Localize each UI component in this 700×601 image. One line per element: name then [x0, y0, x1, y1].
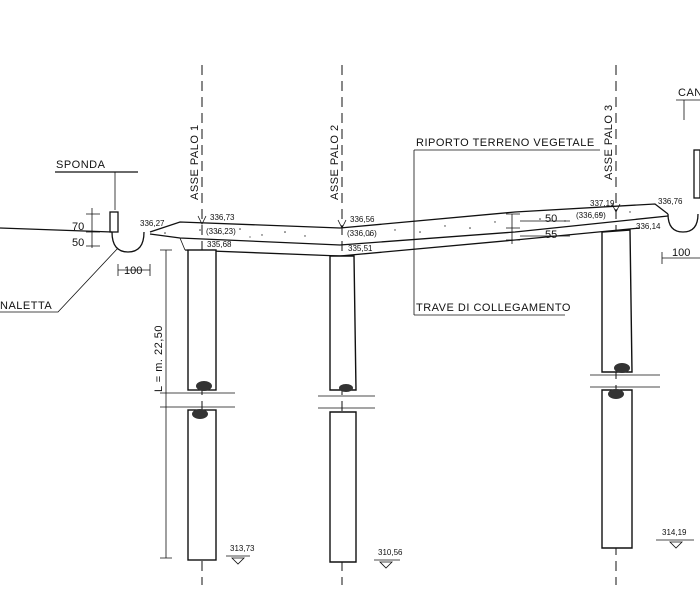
beam-top — [149, 215, 669, 246]
axis-2-arrow — [337, 219, 347, 229]
pile-1-break-bottom — [192, 409, 208, 419]
dim-100-left: 100 — [124, 265, 142, 277]
beam-bottom — [184, 227, 641, 257]
elev-336-14: 336,14 — [636, 222, 661, 231]
sponda-label: SPONDA — [56, 159, 106, 171]
beam-left-end — [179, 237, 186, 251]
axis-1-arrow — [197, 215, 207, 225]
dim-100-right-line — [661, 252, 700, 264]
elev-314-19: 314,19 — [662, 528, 687, 537]
elev-336-27: 336,27 — [140, 219, 165, 228]
elev-336-69: (336,69) — [576, 211, 606, 220]
axis-3-arrow — [611, 203, 621, 213]
canaletta-leader — [0, 247, 119, 313]
elev-335-51: 335,51 — [348, 244, 373, 253]
elev-336-56: 336,56 — [350, 215, 375, 224]
elev-337-19: 337,19 — [590, 199, 615, 208]
asse-palo-3-label: ASSE PALO 3 — [603, 104, 615, 180]
elev-314-19-marker — [656, 539, 694, 549]
pile-2-lower — [329, 411, 357, 563]
dim-100-right: 100 — [672, 247, 690, 259]
cana-right-label: CAN — [678, 87, 700, 99]
dim-line-right — [506, 213, 570, 244]
dim-50-right: 50 — [545, 213, 557, 225]
elev-335-68: 335,68 — [207, 240, 232, 249]
dim-line-left — [86, 208, 100, 248]
dim-100-left-line — [117, 264, 151, 276]
elev-336-73: 336,73 — [210, 213, 235, 222]
cana-right-leader — [676, 99, 700, 120]
pile-3-break-lines — [590, 374, 660, 388]
fill-top — [149, 203, 669, 233]
pile-3-break-top — [614, 363, 630, 373]
dim-50-left: 50 — [72, 237, 84, 249]
riporto-leader — [413, 149, 600, 315]
sponda-post — [109, 211, 119, 233]
canaletta-left — [111, 231, 145, 253]
elev-310-56-marker — [374, 559, 400, 569]
elev-310-56: 310,56 — [378, 548, 403, 557]
fill-stipple — [164, 211, 631, 238]
pile-1-lower — [187, 409, 217, 561]
elev-313-73: 313,73 — [230, 544, 255, 553]
ground-line-left — [0, 227, 113, 233]
trave-label: TRAVE DI COLLEGAMENTO — [416, 302, 571, 314]
elev-313-73-marker — [226, 555, 250, 565]
pile-2-break-lines — [318, 395, 375, 409]
elev-336-76: 336,76 — [658, 197, 683, 206]
pile-2-break-top — [339, 384, 353, 392]
canaletta-label: NALETTA — [0, 300, 52, 312]
length-dim-line — [160, 249, 172, 559]
elev-336-06: (336,06) — [347, 229, 377, 238]
elev-336-23: (336,23) — [206, 227, 236, 236]
pile-1-break-lines — [160, 392, 235, 408]
dim-55: 55 — [545, 229, 557, 241]
pile-3-break-bottom — [608, 389, 624, 399]
right-post — [693, 149, 700, 199]
pile-2-upper — [329, 255, 357, 391]
pile-3-upper — [601, 229, 633, 373]
pile-1-break-top — [196, 381, 212, 391]
asse-palo-1-label: ASSE PALO 1 — [189, 124, 201, 200]
asse-palo-2-label: ASSE PALO 2 — [329, 124, 341, 200]
pile-1-upper — [187, 249, 217, 391]
pile-3-lower — [601, 389, 633, 549]
dim-70: 70 — [72, 221, 84, 233]
riporto-label: RIPORTO TERRENO VEGETALE — [416, 137, 595, 149]
length-label: L = m. 22,50 — [153, 325, 165, 392]
canaletta-right — [667, 213, 699, 233]
